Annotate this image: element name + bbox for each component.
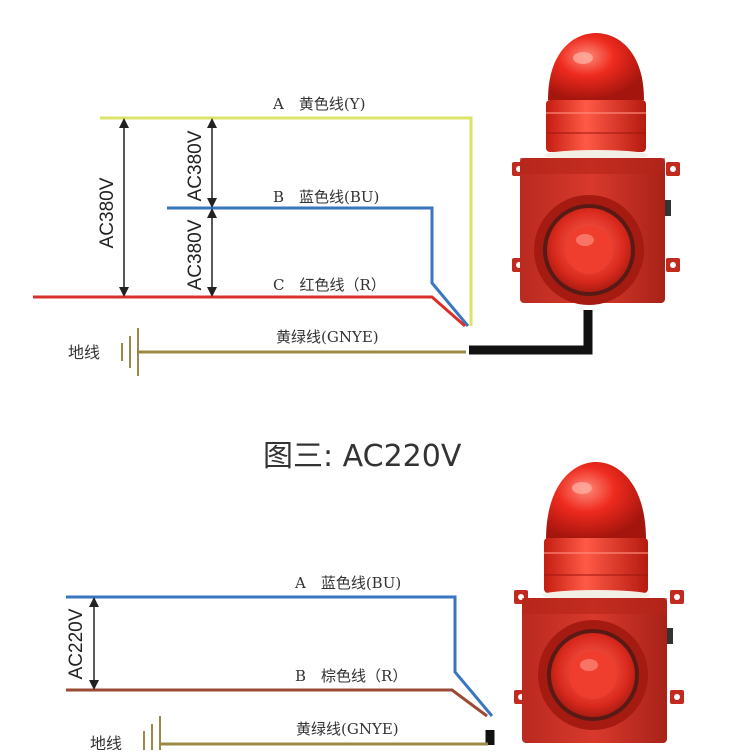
wire-b-label: B 蓝色线(BU): [273, 188, 379, 206]
ground-label-2: 地线: [90, 734, 122, 750]
wire-ground-label: 黄绿线(GNYE): [276, 328, 379, 346]
voltage-ab-label: AC380V: [185, 130, 206, 201]
dim-bc: [207, 208, 217, 297]
ground-label-1: 地线: [68, 343, 100, 362]
section-220v: AC220V A 蓝色线(BU) B 棕色线（R） 黄绿线(GNYE) 地线: [66, 462, 684, 753]
wire-a-blue: [66, 595, 494, 717]
ground-symbol-2: [143, 716, 161, 750]
voltage-220-label: AC220V: [66, 608, 87, 679]
wire-ground2-label: 黄绿线(GNYE): [296, 720, 399, 738]
wire-a-label: A 黄色线(Y): [272, 95, 365, 113]
section-title: 图三: AC220V: [263, 439, 462, 474]
voltage-outer-label: AC380V: [97, 177, 118, 248]
ground-symbol-1: [121, 328, 139, 376]
siren-device-2: [514, 462, 684, 743]
section-380v: AC380V AC380V AC380V A 黄色线(Y) B 蓝色线(BU) …: [33, 33, 680, 376]
wire-c-red: [33, 295, 466, 328]
dim-ab: [207, 118, 217, 208]
wire-a2-label: A 蓝色线(BU): [294, 574, 401, 592]
wire-b-blue: [167, 206, 470, 327]
voltage-bc-label: AC380V: [185, 219, 206, 290]
wire-b2-label: B 棕色线（R）: [295, 667, 407, 685]
siren-device-1: [512, 33, 680, 305]
wire-c-label: C 红色线（R）: [273, 276, 386, 294]
dim-220: [89, 597, 99, 690]
wire-a-yellow: [100, 116, 473, 326]
wire-b-brown: [66, 688, 488, 718]
cable-1: [469, 310, 593, 355]
dim-outer: [119, 118, 129, 297]
